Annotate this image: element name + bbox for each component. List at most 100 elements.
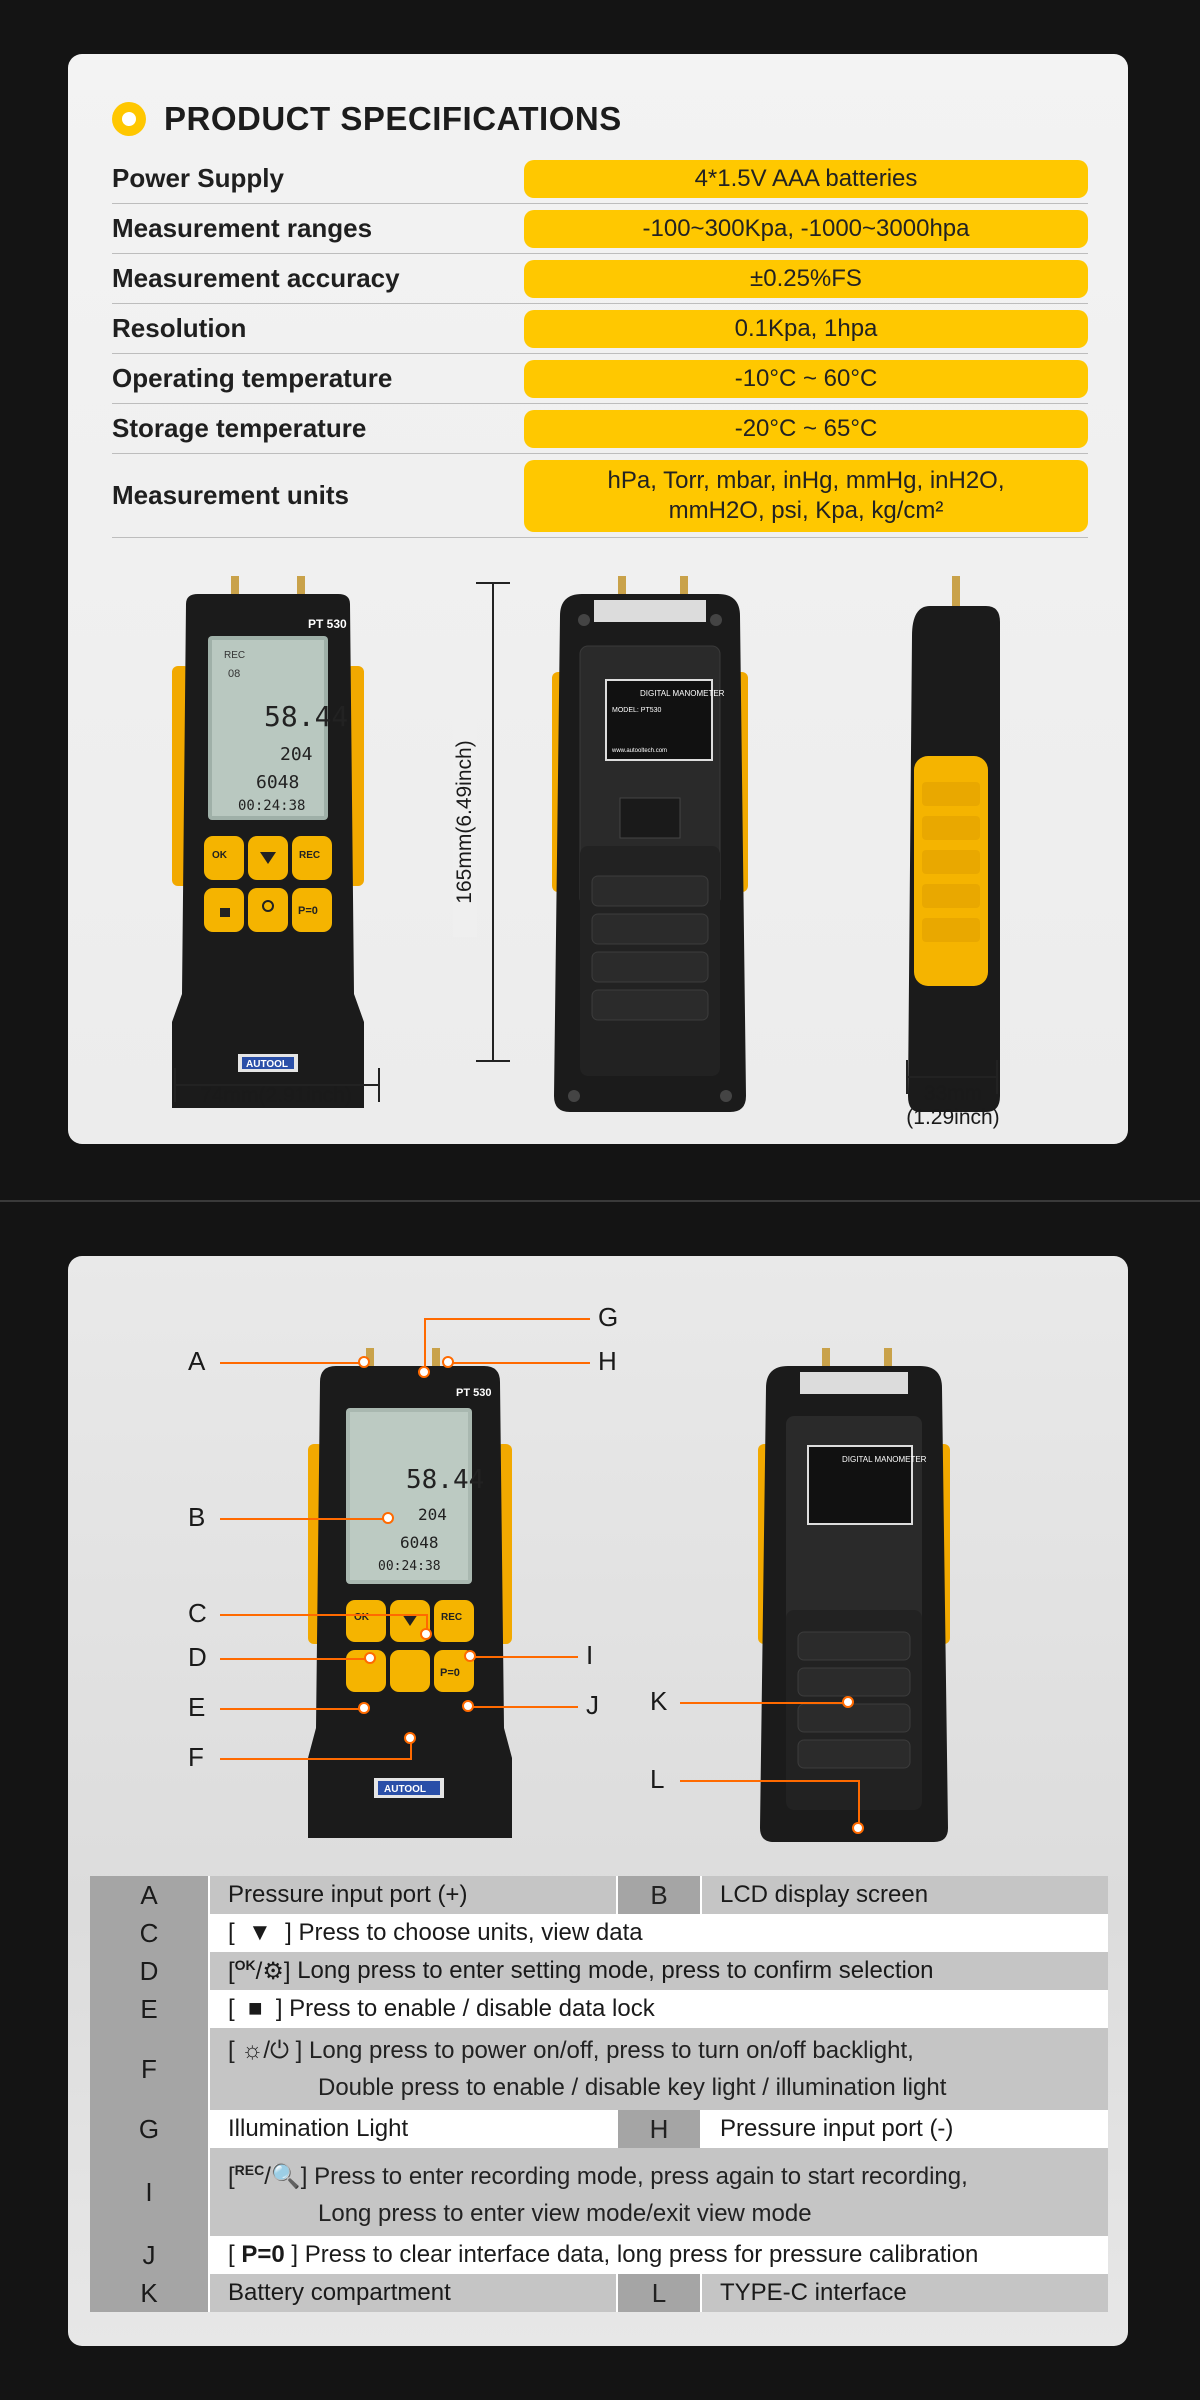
legend-row: F [ ☼/⏻ ] Long press to power on/off, pr… — [90, 2028, 1108, 2110]
legend-desc: Battery compartment — [228, 2279, 451, 2306]
callout-d-dot — [364, 1652, 376, 1664]
svg-text:AUTOOL: AUTOOL — [246, 1059, 288, 1070]
spec-label: Resolution — [112, 313, 247, 343]
spec-label: Measurement accuracy — [112, 263, 400, 293]
device-back-callout-view: DIGITAL MANOMETER — [758, 1348, 950, 1842]
spec-row: Measurement units hPa, Torr, mbar, inHg,… — [112, 454, 1088, 538]
svg-text:58.44: 58.44 — [406, 1465, 484, 1495]
legend-key: B — [616, 1876, 702, 1914]
spec-value: -100~300Kpa, -1000~3000hpa — [524, 209, 1088, 248]
svg-text:P=0: P=0 — [440, 1667, 460, 1679]
callout-h-label: H — [598, 1346, 617, 1376]
callout-a-label: A — [188, 1346, 206, 1376]
legend-key: C — [90, 1914, 210, 1952]
callout-l-line — [680, 1780, 860, 1782]
legend-desc: Illumination Light — [228, 2115, 409, 2142]
callout-f-dot — [404, 1732, 416, 1744]
depth-dim-line — [906, 1076, 998, 1078]
svg-text:00:24:38: 00:24:38 — [378, 1559, 441, 1574]
heading-bullet-icon — [112, 102, 146, 136]
spec-row: Power Supply 4*1.5V AAA batteries — [112, 154, 1088, 204]
legend-desc: TYPE-C interface — [720, 2279, 907, 2306]
lock-icon: [ ■ ] — [228, 1995, 290, 2022]
rec-search-icon: [REC/🔍] — [228, 2162, 315, 2190]
svg-text:204: 204 — [280, 744, 313, 765]
callout-i-label: I — [586, 1640, 594, 1670]
legend-desc: LCD display screen — [720, 1881, 929, 1908]
callout-i-dot — [464, 1650, 476, 1662]
spec-value-line: mmH2O, psi, Kpa, kg/cm² — [668, 496, 944, 524]
depth-mm-label: 33mm — [923, 1082, 983, 1105]
device-front-view: PT 530 REC 08 58.44 204 6048 00:24:38 OK… — [172, 576, 364, 1108]
callout-l-dot — [852, 1822, 864, 1834]
svg-text:DIGITAL MANOMETER: DIGITAL MANOMETER — [842, 1455, 927, 1464]
legend-desc: [OK/⚙] Long press to enter setting mode,… — [228, 1956, 934, 1985]
callout-l-vline — [858, 1780, 860, 1824]
svg-text:MODEL: PT530: MODEL: PT530 — [612, 707, 662, 714]
legend-key: L — [616, 2274, 702, 2312]
spec-row: Measurement accuracy ±0.25%FS — [112, 254, 1088, 304]
legend-key: A — [90, 1876, 210, 1914]
spec-value: hPa, Torr, mbar, inHg, mmHg, inH2O, mmH2… — [524, 459, 1088, 532]
section-divider — [0, 1200, 1200, 1202]
spec-row: Measurement ranges -100~300Kpa, -1000~30… — [112, 204, 1088, 254]
callout-g-label: G — [598, 1302, 619, 1332]
callout-b-dot — [382, 1512, 394, 1524]
svg-text:DIGITAL MANOMETER: DIGITAL MANOMETER — [640, 689, 725, 698]
spec-value: ±0.25%FS — [524, 259, 1088, 298]
legend-row: C [ ▼ ] Press to choose units, view data — [90, 1914, 1108, 1952]
down-arrow-icon: [ ▼ ] — [228, 1919, 299, 1946]
legend-key: K — [90, 2274, 210, 2312]
legend-key: F — [90, 2028, 210, 2110]
callout-d-label: D — [188, 1642, 207, 1672]
legend-row: A Pressure input port (+) B LCD display … — [90, 1876, 1108, 1914]
ok-settings-icon: [OK/⚙] — [228, 1956, 298, 1985]
svg-text:6048: 6048 — [256, 772, 299, 793]
spec-row: Resolution 0.1Kpa, 1hpa — [112, 304, 1088, 354]
legend-row: E [ ■ ] Press to enable / disable data l… — [90, 1990, 1108, 2028]
legend-key: J — [90, 2236, 210, 2274]
callout-a-dot — [358, 1356, 370, 1368]
height-dimension-label: 165mm(6.49inch) — [453, 707, 477, 937]
spec-value: 4*1.5V AAA batteries — [524, 159, 1088, 198]
function-legend-table: A Pressure input port (+) B LCD display … — [90, 1876, 1108, 2312]
legend-row: I [REC/🔍] Press to enter recording mode,… — [90, 2148, 1108, 2236]
legend-key: H — [616, 2110, 702, 2148]
light-power-icon: [ ☼/⏻ ] — [228, 2037, 309, 2064]
model-text: PT 530 — [308, 617, 347, 631]
legend-key: D — [90, 1952, 210, 1990]
callout-j-dot — [462, 1700, 474, 1712]
callout-k-dot — [842, 1696, 854, 1708]
legend-row: D [OK/⚙] Long press to enter setting mod… — [90, 1952, 1108, 1990]
width-dim-line — [174, 1084, 380, 1086]
spec-label: Measurement ranges — [112, 213, 373, 243]
p0-icon: [ P=0 ] — [228, 2241, 305, 2268]
legend-desc: Pressure input port (+) — [228, 1881, 468, 1908]
svg-text:PT 530: PT 530 — [456, 1387, 491, 1399]
svg-text:www.autooltech.com: www.autooltech.com — [611, 748, 667, 754]
specifications-panel: PRODUCT SPECIFICATIONS Power Supply 4*1.… — [68, 54, 1128, 1144]
svg-text:AUTOOL: AUTOOL — [384, 1784, 426, 1795]
spec-label: Operating temperature — [112, 363, 393, 393]
legend-desc: [REC/🔍] Press to enter recording mode, p… — [228, 2162, 968, 2227]
callout-e-label: E — [188, 1692, 206, 1722]
width-dimension-label: 74mm(2.91inch) — [200, 1084, 352, 1107]
legend-key: I — [90, 2148, 210, 2236]
device-back-view: DIGITAL MANOMETER MODEL: PT530 www.autoo… — [552, 576, 748, 1112]
legend-row: G Illumination Light H Pressure input po… — [90, 2110, 1108, 2148]
spec-label: Storage temperature — [112, 413, 367, 443]
svg-text:P=0: P=0 — [298, 905, 318, 917]
callout-c-label: C — [188, 1598, 207, 1628]
spec-value: -10°C ~ 60°C — [524, 359, 1088, 398]
button-guide-panel: PT 530 58.44 204 6048 00:24:38 OK REC P=… — [68, 1256, 1128, 2346]
callout-j-label: J — [586, 1690, 599, 1720]
legend-desc: [ ■ ] Press to enable / disable data loc… — [228, 1995, 655, 2022]
callout-k-line — [680, 1702, 848, 1704]
callout-d-line — [220, 1658, 370, 1660]
callout-h-dot — [442, 1356, 454, 1368]
svg-text:OK: OK — [354, 1612, 370, 1623]
svg-text:204: 204 — [418, 1505, 447, 1524]
legend-desc: [ ☼/⏻ ] Long press to power on/off, pres… — [228, 2037, 947, 2101]
depth-inch-label: (1.29inch) — [906, 1106, 1000, 1129]
svg-text:6048: 6048 — [400, 1533, 439, 1552]
